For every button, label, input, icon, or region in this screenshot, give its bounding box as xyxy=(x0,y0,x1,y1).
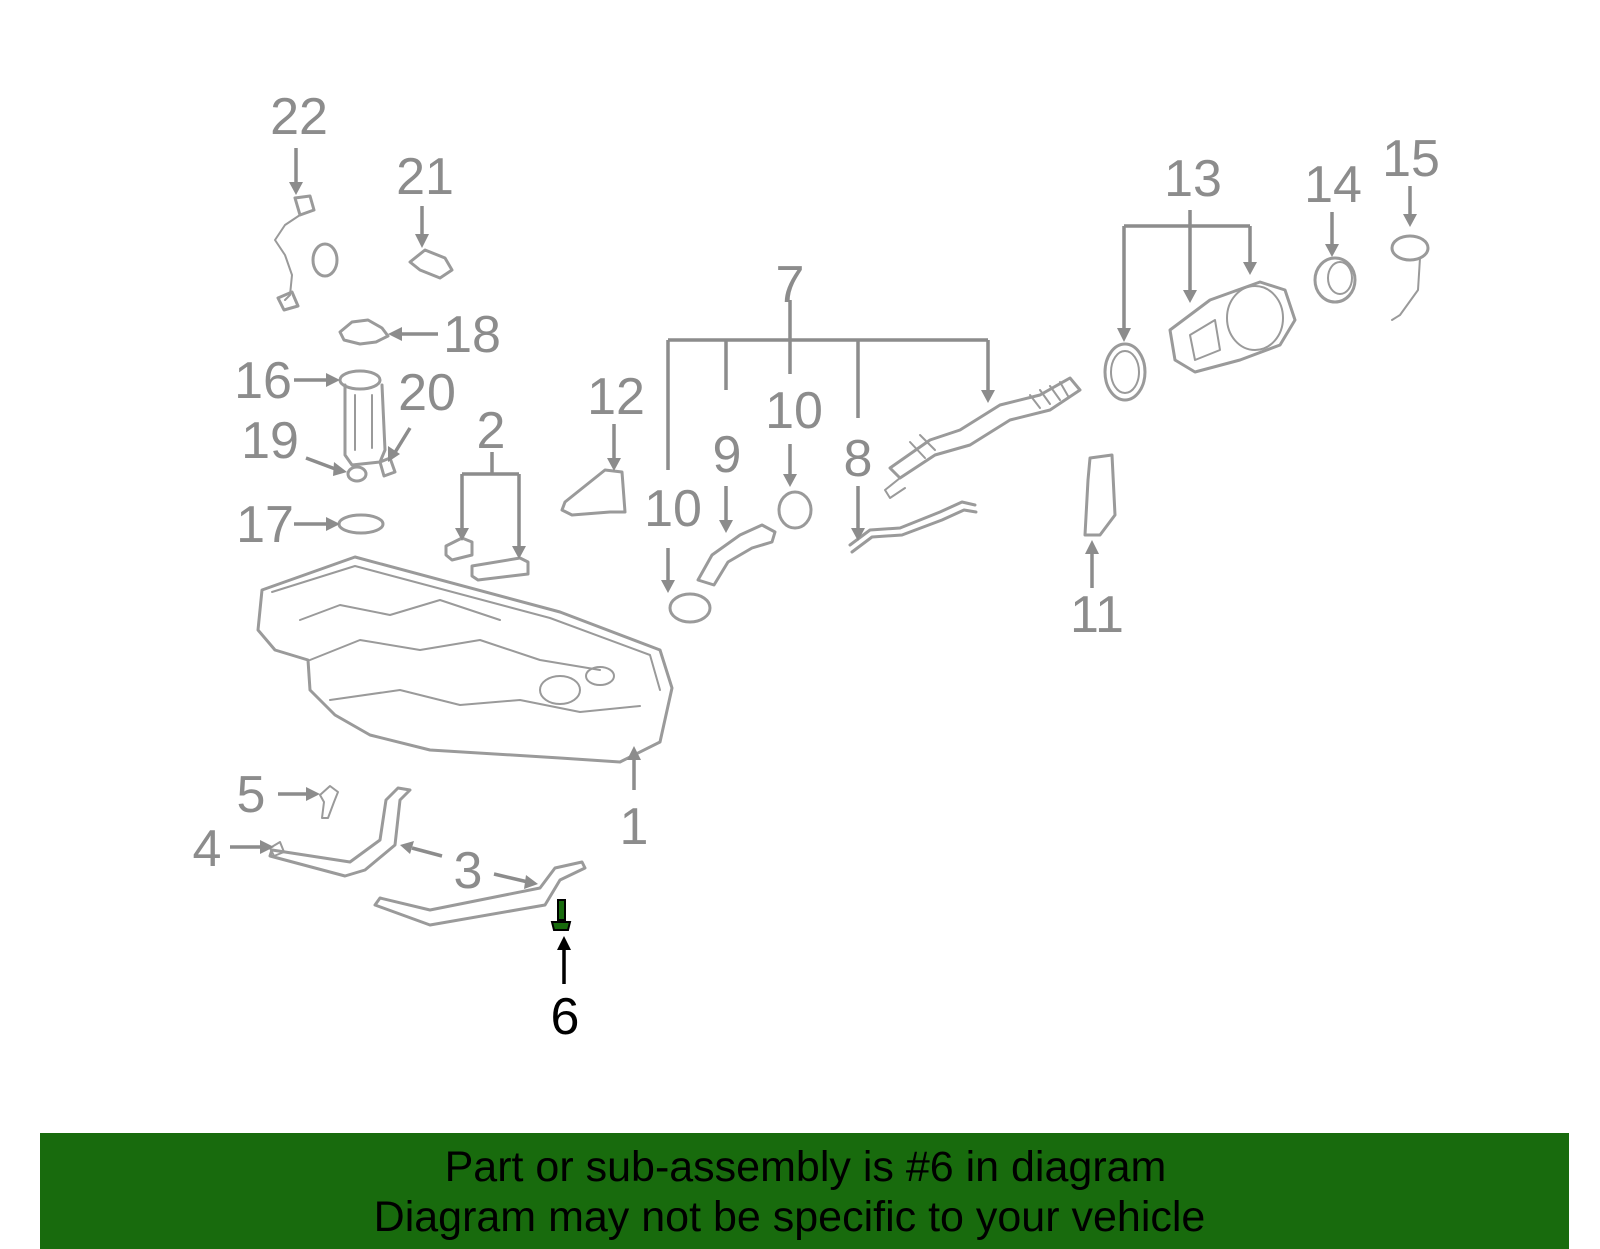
arrow-3a xyxy=(400,841,414,854)
banner-line-2: Diagram may not be specific to your vehi… xyxy=(373,1193,1206,1241)
retainer-21-illustration xyxy=(408,248,454,280)
vent-hose-8-illustration xyxy=(848,500,978,554)
arrow-6 xyxy=(557,936,571,950)
arrow-10-left xyxy=(661,580,675,593)
callout-21: 21 xyxy=(396,148,454,206)
callout-22: 22 xyxy=(270,88,328,146)
arrow-13c xyxy=(1243,262,1257,275)
callout-9: 9 xyxy=(713,426,742,484)
callout-19: 19 xyxy=(241,412,299,470)
arrow-18 xyxy=(388,327,402,341)
sender-20-illustration xyxy=(378,456,397,478)
arrow-11 xyxy=(1085,540,1099,554)
callout-14: 14 xyxy=(1304,156,1362,214)
banner-line-1: Part or sub-assembly is #6 in diagram xyxy=(444,1143,1167,1191)
leader-20 xyxy=(392,427,412,455)
arrow-4 xyxy=(260,840,274,854)
bolt-5-illustration xyxy=(319,785,339,819)
callout-10-right: 10 xyxy=(765,382,823,440)
callout-16: 16 xyxy=(234,352,292,410)
arrow-5 xyxy=(306,787,320,801)
bolt-6-illustration xyxy=(550,899,572,931)
arrow-10-right xyxy=(783,474,797,487)
clamp-10-left-illustration xyxy=(668,592,712,624)
arrow-21 xyxy=(415,234,429,248)
hose-9-illustration xyxy=(696,523,777,587)
ring-14-illustration xyxy=(1313,256,1357,304)
shield-12-illustration xyxy=(560,468,627,517)
arrow-2b xyxy=(512,546,526,559)
leader-3a xyxy=(411,846,443,858)
o-ring-17-illustration xyxy=(337,513,385,535)
housing-13-illustration xyxy=(1103,280,1297,402)
leader-19 xyxy=(305,456,339,472)
callout-20: 20 xyxy=(398,364,456,422)
arrow-15 xyxy=(1403,214,1417,227)
arrow-14 xyxy=(1325,244,1339,257)
fuel-tank-illustration xyxy=(256,555,674,764)
callout-8: 8 xyxy=(844,430,873,488)
callout-3: 3 xyxy=(454,842,483,900)
callout-15: 15 xyxy=(1382,130,1440,188)
arrow-13b xyxy=(1183,290,1197,303)
leader-2 xyxy=(460,452,521,548)
arrow-12 xyxy=(607,458,621,471)
callout-5: 5 xyxy=(237,766,266,824)
arrow-8 xyxy=(851,528,865,541)
callout-12: 12 xyxy=(587,368,645,426)
arrow-3b xyxy=(524,875,538,889)
callout-1: 1 xyxy=(620,798,649,856)
filler-pipe-illustration xyxy=(884,376,1082,499)
arrow-2a xyxy=(455,528,469,541)
arrow-17 xyxy=(326,517,340,531)
sensor-pads-illustration xyxy=(444,536,530,582)
callout-10-left: 10 xyxy=(644,480,702,538)
fuel-cap-15-illustration xyxy=(1390,234,1430,321)
arrow-7 xyxy=(981,390,995,403)
bracket-11-illustration xyxy=(1083,453,1117,537)
tank-straps-illustration xyxy=(268,786,587,927)
leader-7 xyxy=(666,300,990,470)
arrow-13a xyxy=(1117,328,1131,342)
arrow-9 xyxy=(719,520,733,533)
callout-13: 13 xyxy=(1164,150,1222,208)
fuel-pump-16-illustration xyxy=(338,369,387,467)
callout-4: 4 xyxy=(193,820,222,878)
callout-7: 7 xyxy=(776,256,805,314)
info-banner: Part or sub-assembly is #6 in diagram Di… xyxy=(40,1133,1569,1249)
clamp-10-right-illustration xyxy=(777,490,813,530)
arrow-1 xyxy=(627,746,641,760)
callout-2: 2 xyxy=(477,402,506,460)
leader-13 xyxy=(1122,210,1252,330)
lock-ring-18-illustration xyxy=(338,318,390,346)
arrow-19 xyxy=(333,462,347,476)
arrow-20 xyxy=(388,446,400,462)
bolt-4-illustration xyxy=(269,841,285,857)
leader-3b xyxy=(493,872,529,884)
arrow-22 xyxy=(289,182,303,195)
filter-19-illustration xyxy=(346,465,368,483)
callout-18: 18 xyxy=(443,306,501,364)
callout-11: 11 xyxy=(1070,586,1124,644)
harness-22-illustration xyxy=(274,194,339,312)
arrow-16 xyxy=(326,373,340,387)
callout-6-highlighted: 6 xyxy=(551,988,580,1046)
callout-17: 17 xyxy=(236,496,294,554)
